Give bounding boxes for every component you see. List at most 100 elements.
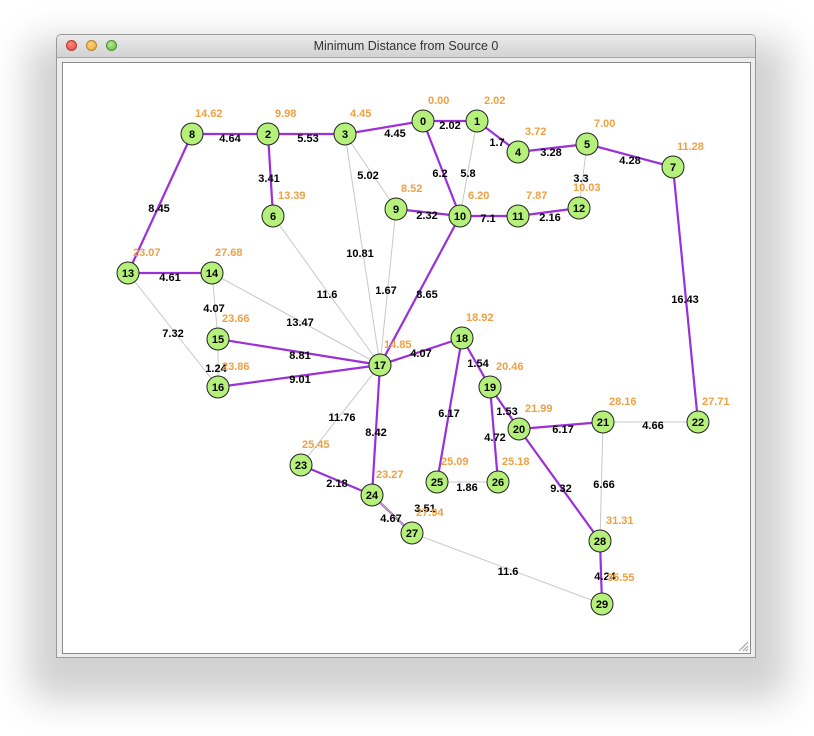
node-20[interactable]: 20 (507, 417, 531, 441)
node-distance-label: 2.02 (484, 95, 505, 107)
node-0[interactable]: 0 (411, 109, 435, 133)
node-circle[interactable] (411, 109, 435, 133)
node-distance-label: 14.85 (384, 339, 412, 351)
node-circle[interactable] (116, 261, 140, 285)
edge-16-17 (217, 363, 381, 389)
node-circle[interactable] (591, 410, 615, 434)
node-24[interactable]: 24 (360, 483, 384, 507)
node-26[interactable]: 26 (486, 470, 510, 494)
node-3[interactable]: 3 (333, 122, 357, 146)
node-circle[interactable] (450, 326, 474, 350)
edge-weight-label: 16.43 (671, 294, 699, 306)
zoom-button[interactable] (106, 40, 117, 51)
node-distance-label: 9.98 (275, 108, 296, 120)
node-distance-label: 7.87 (526, 190, 547, 202)
node-circle[interactable] (448, 204, 472, 228)
edge-weight-label: 4.67 (380, 513, 401, 525)
node-10[interactable]: 10 (448, 204, 472, 228)
minimize-button[interactable] (86, 40, 97, 51)
node-27[interactable]: 27 (400, 521, 424, 545)
node-29[interactable]: 29 (590, 592, 614, 616)
node-id-label: 24 (366, 490, 379, 502)
edge-6-17 (272, 215, 381, 366)
node-id-label: 6 (270, 211, 276, 223)
node-circle[interactable] (686, 410, 710, 434)
node-distance-label: 23.07 (133, 247, 161, 259)
node-circle[interactable] (180, 122, 204, 146)
node-16[interactable]: 16 (206, 375, 230, 399)
node-19[interactable]: 19 (478, 375, 502, 399)
node-circle[interactable] (368, 353, 392, 377)
node-23[interactable]: 23 (289, 453, 313, 477)
node-circle[interactable] (465, 109, 489, 133)
node-circle[interactable] (256, 122, 280, 146)
node-circle[interactable] (486, 470, 510, 494)
node-circle[interactable] (590, 592, 614, 616)
edge-weight-label: 2.16 (539, 212, 560, 224)
node-15[interactable]: 15 (206, 327, 230, 351)
node-8[interactable]: 8 (180, 122, 204, 146)
node-18[interactable]: 18 (450, 326, 474, 350)
node-circle[interactable] (384, 197, 408, 221)
edge-weight-label: 1.24 (205, 363, 227, 375)
resize-grip-icon[interactable] (737, 640, 749, 652)
edge-weight-label: 2.18 (326, 478, 347, 490)
node-circle[interactable] (425, 470, 449, 494)
node-circle[interactable] (289, 453, 313, 477)
edge-7-22 (671, 166, 700, 423)
node-circle[interactable] (200, 261, 224, 285)
node-circle[interactable] (206, 327, 230, 351)
node-11[interactable]: 11 (506, 204, 530, 228)
node-circle[interactable] (507, 417, 531, 441)
node-12[interactable]: 12 (567, 196, 591, 220)
title-bar[interactable]: Minimum Distance from Source 0 (57, 35, 755, 58)
node-circle[interactable] (567, 196, 591, 220)
node-distance-label: 14.62 (195, 108, 223, 120)
node-7[interactable]: 7 (661, 155, 685, 179)
node-distance-label: 23.66 (222, 313, 250, 325)
node-circle[interactable] (506, 140, 530, 164)
node-circle[interactable] (588, 529, 612, 553)
edge-21-28 (599, 421, 604, 542)
node-circle[interactable] (661, 155, 685, 179)
node-circle[interactable] (575, 132, 599, 156)
node-distance-label: 27.68 (215, 247, 243, 259)
edge-weight-label: 4.61 (159, 272, 180, 284)
node-21[interactable]: 21 (591, 410, 615, 434)
node-circle[interactable] (400, 521, 424, 545)
node-17[interactable]: 17 (368, 353, 392, 377)
node-distance-label: 21.99 (525, 403, 553, 415)
edge-weight-label: 3.28 (540, 147, 561, 159)
node-circle[interactable] (506, 204, 530, 228)
edge-10-17 (379, 215, 461, 366)
edge-weight-label: 4.64 (219, 133, 241, 145)
node-14[interactable]: 14 (200, 261, 224, 285)
close-button[interactable] (66, 40, 77, 51)
edge-17-24 (370, 364, 382, 496)
node-28[interactable]: 28 (588, 529, 612, 553)
edge-weight-label: 4.24 (594, 571, 616, 583)
node-distance-label: 7.00 (594, 118, 615, 130)
node-13[interactable]: 13 (116, 261, 140, 285)
node-22[interactable]: 22 (686, 410, 710, 434)
node-9[interactable]: 9 (384, 197, 408, 221)
edge-weight-label: 6.17 (552, 424, 573, 436)
node-distance-label: 25.18 (502, 456, 530, 468)
edge-weight-label: 1.53 (496, 406, 517, 418)
node-id-label: 13 (122, 268, 134, 280)
node-circle[interactable] (261, 204, 285, 228)
edge-weight-label: 7.32 (162, 328, 183, 340)
node-2[interactable]: 2 (256, 122, 280, 146)
node-4[interactable]: 4 (506, 140, 530, 164)
edge-weight-label: 9.01 (289, 374, 310, 386)
node-circle[interactable] (333, 122, 357, 146)
node-1[interactable]: 1 (465, 109, 489, 133)
node-5[interactable]: 5 (575, 132, 599, 156)
node-circle[interactable] (360, 483, 384, 507)
node-6[interactable]: 6 (261, 204, 285, 228)
node-25[interactable]: 25 (425, 470, 449, 494)
edge-weight-label: 1.7 (489, 137, 504, 149)
node-circle[interactable] (478, 375, 502, 399)
node-circle[interactable] (206, 375, 230, 399)
